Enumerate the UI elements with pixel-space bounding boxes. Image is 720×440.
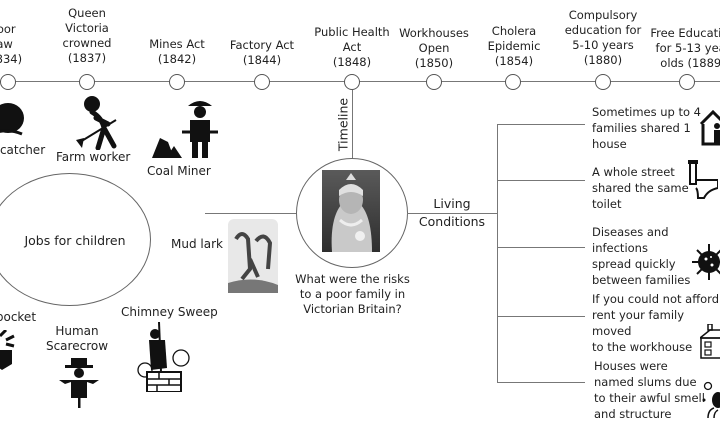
living-item: Diseases and infections spread quickly b… bbox=[592, 225, 691, 287]
timeline-node[interactable] bbox=[426, 74, 442, 90]
timeline-node[interactable] bbox=[79, 74, 95, 90]
jobs-connector bbox=[205, 213, 296, 215]
timeline-node[interactable] bbox=[254, 74, 270, 90]
job-label: Coal Miner bbox=[147, 164, 211, 178]
timeline-event: Mines Act (1842) bbox=[149, 37, 205, 66]
timeline-event: Public Health Act (1848) bbox=[314, 25, 390, 69]
timeline-node[interactable] bbox=[169, 74, 185, 90]
timeline-event: Workhouses Open (1850) bbox=[399, 26, 469, 70]
coal-miner-icon bbox=[152, 101, 218, 158]
mud-lark-illustration bbox=[228, 219, 278, 293]
timeline-node[interactable] bbox=[595, 74, 611, 90]
crowded-house-icon bbox=[699, 110, 720, 146]
jobs-title: Jobs for children bbox=[24, 233, 126, 248]
job-label: Chimney Sweep bbox=[121, 305, 218, 319]
timeline-event: Cholera Epidemic (1854) bbox=[487, 24, 541, 68]
branch-line bbox=[497, 382, 585, 384]
scarecrow-icon bbox=[59, 358, 99, 408]
living-item: A whole street shared the same toilet bbox=[592, 165, 689, 211]
timeline-connector bbox=[352, 90, 354, 158]
workhouse-icon bbox=[700, 324, 720, 359]
timeline-event: Compulsory education for 5-10 years (188… bbox=[564, 8, 642, 67]
timeline-node[interactable] bbox=[344, 74, 360, 90]
job-label: Mud lark bbox=[171, 237, 223, 251]
central-question: What were the risks to a poor family in … bbox=[295, 272, 410, 316]
job-label: Farm worker bbox=[56, 150, 131, 164]
living-connector bbox=[407, 213, 497, 215]
living-item: Houses were named slums due to their awf… bbox=[594, 359, 705, 421]
branch-line bbox=[497, 124, 585, 126]
timeline-label: Timeline bbox=[335, 97, 351, 152]
timeline-node[interactable] bbox=[505, 74, 521, 90]
virus-icon bbox=[692, 244, 720, 280]
job-label: Rat catcher bbox=[0, 143, 46, 157]
living-item: If you could not afford rent your family… bbox=[592, 292, 719, 354]
timeline-event: Queen Victoria crowned (1837) bbox=[62, 6, 112, 65]
jobs-circle bbox=[0, 173, 151, 306]
timeline-node[interactable] bbox=[0, 74, 16, 90]
pickpocket-icon bbox=[0, 330, 15, 370]
branch-line bbox=[497, 316, 585, 318]
timeline-event: Poor law (1834) bbox=[0, 22, 23, 66]
branch-line bbox=[497, 180, 585, 182]
timeline-node[interactable] bbox=[679, 74, 695, 90]
toilet-icon bbox=[688, 160, 718, 199]
living-title: Living Conditions bbox=[418, 196, 486, 229]
living-item: Sometimes up to 4 families shared 1 hous… bbox=[592, 105, 702, 151]
timeline-line bbox=[0, 81, 720, 83]
job-label: Human Scarecrow bbox=[45, 324, 109, 353]
timeline-event: Factory Act (1844) bbox=[229, 38, 295, 67]
chimney-sweep-icon bbox=[137, 322, 190, 392]
farm-worker-icon bbox=[76, 96, 117, 150]
queen-victoria-portrait bbox=[322, 170, 380, 252]
timeline-event: Free Education for 5-13 year olds (1889) bbox=[650, 26, 720, 70]
branch-line bbox=[497, 247, 585, 249]
job-label: Pickpocket bbox=[0, 310, 37, 324]
rat-icon bbox=[0, 103, 24, 136]
smell-icon bbox=[702, 381, 720, 419]
living-bracket bbox=[497, 124, 499, 382]
